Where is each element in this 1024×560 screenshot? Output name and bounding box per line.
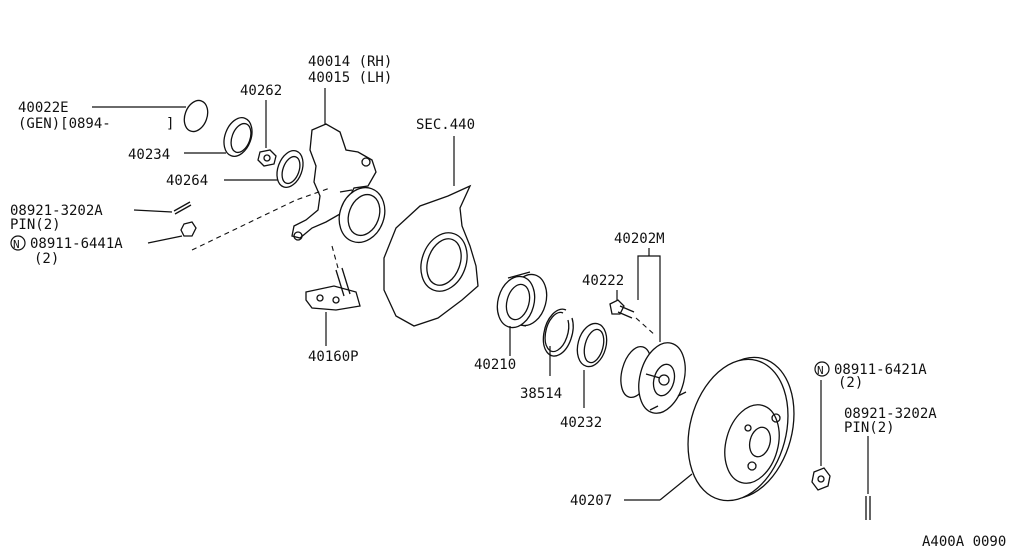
label-08921-right: 08921-3202A (844, 406, 937, 422)
label-38514: 38514 (520, 386, 562, 402)
ball-joint (305, 245, 361, 346)
label-qty-left: (2) (34, 251, 59, 267)
label-pin-right: PIN(2) (844, 420, 895, 436)
label-qty-right: (2) (838, 375, 863, 391)
label-40207: 40207 (570, 493, 612, 509)
label-08911-left: 08911-6441A (30, 236, 123, 252)
label-08921-left: 08921-3202A (10, 203, 103, 219)
label-40222: 40222 (582, 273, 624, 289)
label-40264: 40264 (166, 173, 208, 189)
label-08911-right: 08911-6421A (834, 362, 927, 378)
label-40202m: 40202M (614, 231, 665, 247)
label-40014: 40014 (RH) (308, 54, 392, 70)
diagram-code: A400A 0090 (922, 534, 1006, 550)
wheel-bearing (496, 271, 548, 356)
snap-ring (542, 308, 574, 376)
label-sec440: SEC.440 (416, 117, 475, 133)
nut-40262 (257, 100, 277, 167)
label-pin-left: PIN(2) (10, 217, 61, 233)
brake-rotor (624, 356, 795, 502)
label-40232: 40232 (560, 415, 602, 431)
label-40015: 40015 (LH) (308, 70, 392, 86)
cotter-pin-right (865, 436, 871, 520)
label-40160p: 40160P (308, 349, 359, 365)
label-40022e: 40022E (18, 100, 69, 116)
label-gen-close: ] (166, 116, 174, 132)
label-40234: 40234 (128, 147, 170, 163)
label-40262: 40262 (240, 83, 282, 99)
svg-text:N: N (13, 238, 20, 251)
seal-40234 (184, 117, 253, 157)
label-gen: (GEN)[0894- (18, 116, 111, 132)
steering-knuckle (291, 88, 386, 244)
castle-nut-right (811, 380, 831, 491)
dust-shield (383, 136, 479, 327)
grease-cap (92, 99, 209, 133)
wheel-bolt (609, 290, 657, 337)
wheel-hub (620, 248, 687, 414)
seal-40264 (224, 150, 304, 188)
cotter-pin-left (133, 201, 192, 215)
n-marker-right: N (814, 361, 830, 377)
label-40210: 40210 (474, 357, 516, 373)
svg-text:N: N (817, 364, 824, 377)
seal-40232 (576, 322, 608, 408)
n-marker-left: N (10, 235, 26, 251)
castle-nut-left (147, 187, 331, 251)
